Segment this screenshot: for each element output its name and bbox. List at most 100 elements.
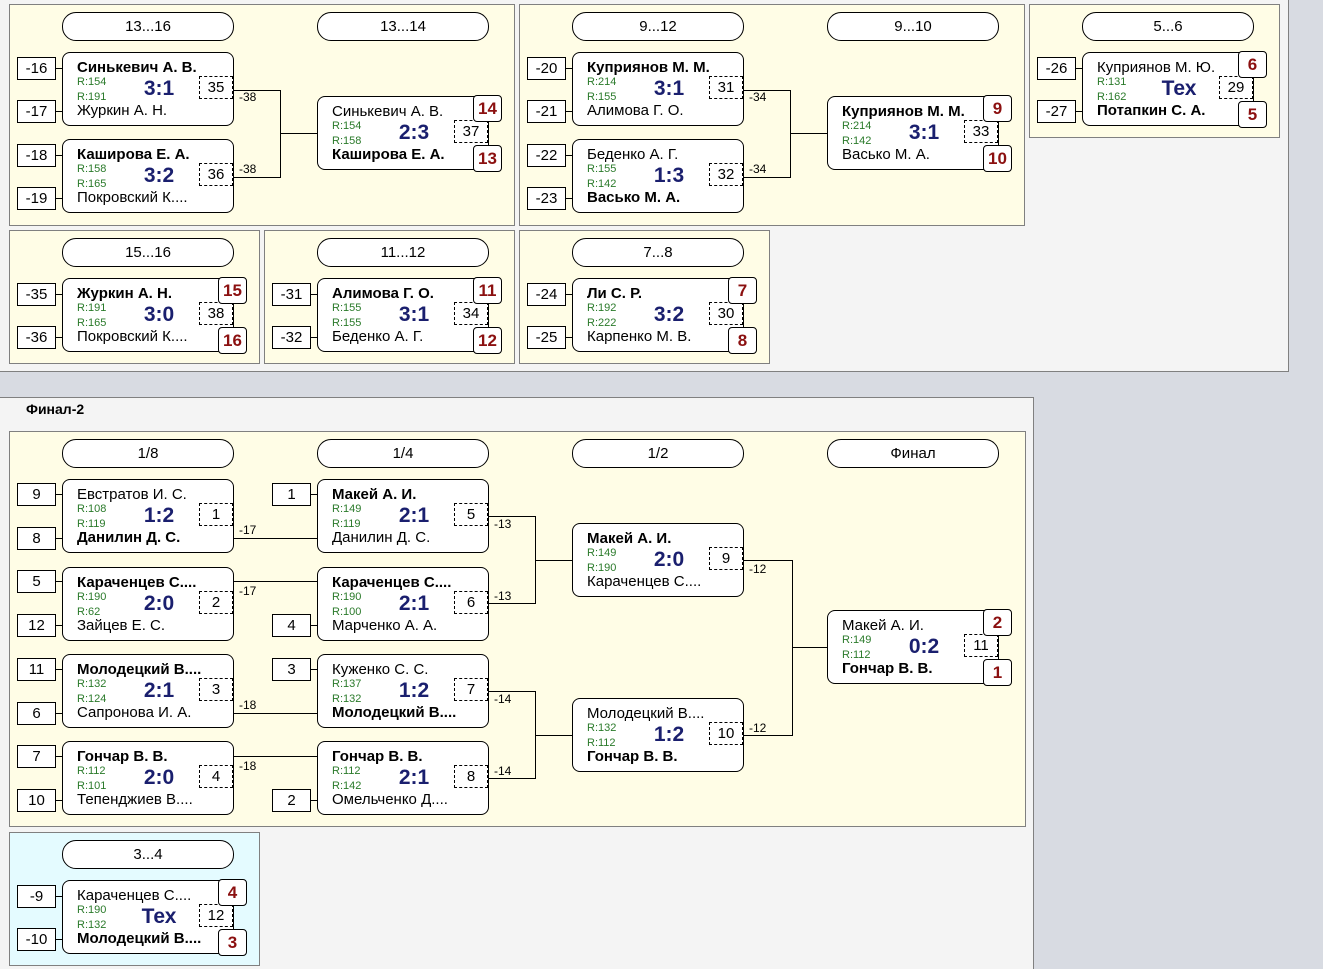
game-number: 4 [199, 765, 233, 788]
loser-ref-label: -18 [239, 759, 257, 773]
seed-box: 12 [17, 614, 56, 637]
connector-line [56, 494, 62, 495]
match-score: 3:2 [653, 303, 685, 326]
player-bottom-rating: R:190 [587, 562, 617, 574]
loser-ref-label: -13 [494, 589, 512, 603]
place-badge: 4 [218, 879, 247, 906]
player-top-rating: R:155 [332, 302, 362, 314]
seed-box: -20 [527, 57, 566, 80]
connector-line [792, 647, 827, 648]
player-bottom-rating: R:142 [332, 780, 362, 792]
connector-line [792, 560, 793, 736]
seed-box: -18 [17, 144, 56, 167]
round-header-1-8: 1/8 [62, 439, 234, 468]
connector-line [535, 735, 572, 736]
connector-line [56, 68, 62, 69]
player-top-name: Беденко А. Г. [587, 146, 679, 163]
player-bottom-name: Карпенко М. В. [587, 328, 692, 345]
place-badge: 7 [728, 277, 757, 304]
connector-line [56, 111, 62, 112]
player-bottom-rating: R:155 [587, 91, 617, 103]
connector-line [566, 155, 572, 156]
seed-box: 8 [17, 527, 56, 550]
match-score: 3:2 [143, 164, 175, 187]
connector-line [566, 337, 572, 338]
match-score: 3:1 [143, 77, 175, 100]
loser-ref-label: -14 [494, 764, 512, 778]
game-number: 35 [199, 76, 233, 99]
game-number: 34 [454, 302, 488, 325]
connector-line [1076, 111, 1082, 112]
match-score: 3:1 [398, 303, 430, 326]
player-top-name: Гончар В. В. [332, 748, 423, 765]
round-header-9-10: 9...10 [827, 12, 999, 41]
match-score: 2:0 [143, 592, 175, 615]
connector-line [56, 669, 62, 670]
player-top-name: Караченцев С.... [332, 574, 452, 591]
player-top-name: Макей А. И. [587, 530, 672, 547]
player-bottom-rating: R:62 [77, 606, 101, 618]
player-bottom-name: Караченцев С.... [587, 573, 702, 590]
connector-line [56, 713, 62, 714]
game-number: 1 [199, 503, 233, 526]
loser-ref-label: -17 [239, 584, 257, 598]
seed-box: -36 [17, 326, 56, 349]
connector-line [56, 939, 62, 940]
game-number: 11 [964, 634, 998, 657]
player-top-rating: R:192 [587, 302, 617, 314]
connector-line [56, 198, 62, 199]
player-bottom-name: Потапкин С. А. [1097, 102, 1206, 119]
player-bottom-name: Беденко А. Г. [332, 328, 424, 345]
player-top-name: Куприянов М. Ю. [1097, 59, 1216, 76]
round-header-9-12: 9...12 [572, 12, 744, 41]
seed-box: -10 [17, 928, 56, 951]
loser-ref-label: -17 [239, 523, 257, 537]
player-bottom-name: Данилин Д. С. [77, 529, 181, 546]
player-bottom-rating: R:100 [332, 606, 362, 618]
connector-line [56, 538, 62, 539]
match-score: Тех [141, 905, 177, 928]
connector-line [1076, 68, 1082, 69]
player-bottom-rating: R:162 [1097, 91, 1127, 103]
loser-ref-label: -34 [749, 90, 767, 104]
round-header-1-4: 1/4 [317, 439, 489, 468]
player-bottom-rating: R:119 [77, 518, 106, 530]
player-bottom-name: Покровский К.... [77, 328, 188, 345]
loser-ref-label: -38 [239, 162, 257, 176]
seed-box: 1 [272, 483, 311, 506]
connector-line [311, 800, 317, 801]
game-number: 8 [454, 765, 488, 788]
round-header-13-16: 13...16 [62, 12, 234, 41]
player-top-name: Евстратов И. С. [77, 486, 187, 503]
seed-box: -22 [527, 144, 566, 167]
player-top-rating: R:132 [587, 722, 617, 734]
seed-box: 2 [272, 789, 311, 812]
connector-line [56, 800, 62, 801]
player-bottom-name: Тепенджиев В.... [77, 791, 193, 808]
player-top-rating: R:132 [77, 678, 107, 690]
player-top-rating: R:112 [77, 765, 106, 777]
match-score: 1:2 [653, 723, 685, 746]
